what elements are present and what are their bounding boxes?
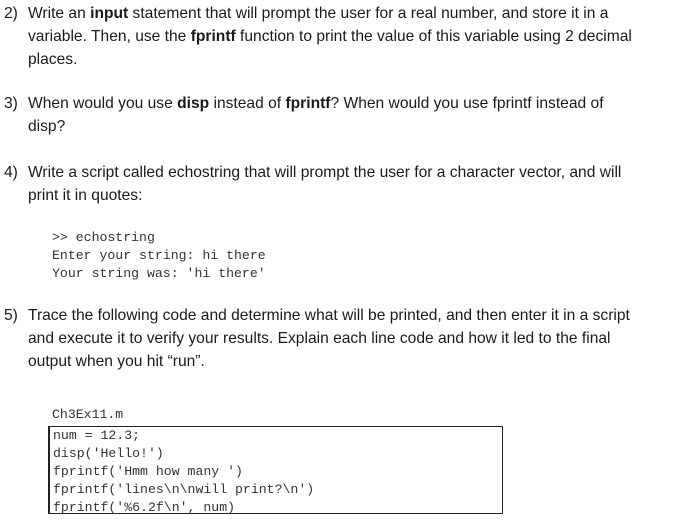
question-text: Trace the following code and determine w…: [28, 307, 630, 370]
question-5: 5) Trace the following code and determin…: [4, 304, 634, 373]
keyword-disp: disp: [177, 95, 210, 112]
code-listing: num = 12.3; disp('Hello!') fprintf('Hmm …: [48, 426, 503, 515]
question-4: 4) Write a script called echostring that…: [4, 161, 634, 207]
question-text: Write an input statement that will promp…: [28, 5, 632, 68]
keyword-fprintf: fprintf: [285, 95, 331, 112]
question-text: Write a script called echostring that wi…: [28, 164, 622, 204]
code-line: disp('Hello!'): [53, 446, 164, 461]
code-line: fprintf('lines\n\nwill print?\n'): [53, 482, 315, 497]
code-line: fprintf('Hmm how many '): [53, 464, 243, 479]
question-2: 2) Write an input statement that will pr…: [4, 2, 634, 71]
keyword-fprintf: fprintf: [190, 28, 236, 45]
question-number: 5): [4, 307, 18, 324]
code-filename: Ch3Ex11.m: [52, 407, 124, 422]
question-number: 3): [4, 95, 18, 112]
question-text: When would you use disp instead of fprin…: [28, 95, 604, 135]
session-line: Your string was: 'hi there': [52, 266, 266, 281]
session-line: Enter your string: hi there: [52, 248, 266, 263]
question-number: 4): [4, 164, 18, 181]
question-3: 3) When would you use disp instead of fp…: [4, 92, 634, 138]
question-number: 2): [4, 5, 18, 22]
keyword-input: input: [90, 5, 129, 22]
code-line: num = 12.3;: [53, 428, 141, 443]
code-line: fprintf('%6.2f\n', num): [53, 500, 236, 515]
session-line: >> echostring: [52, 230, 155, 245]
example-session: >> echostring Enter your string: hi ther…: [52, 229, 266, 283]
